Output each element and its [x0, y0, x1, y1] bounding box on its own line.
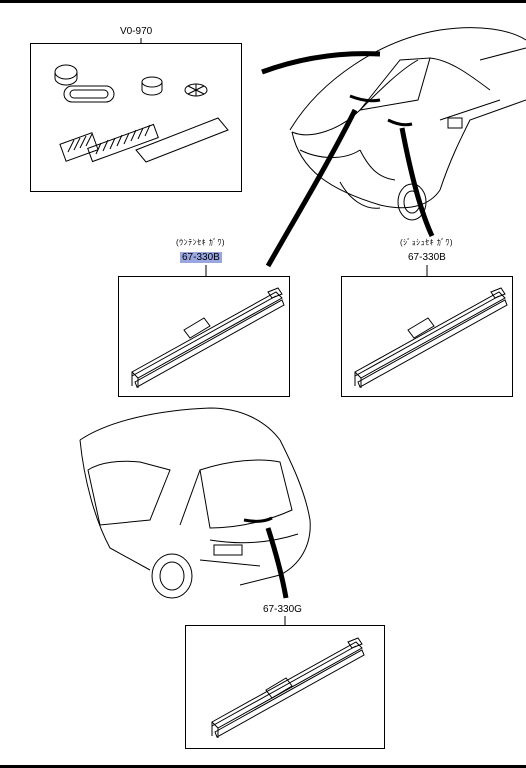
kit-clip-part: [184, 83, 208, 97]
rear-pointer: [265, 527, 289, 599]
front-car-illustration: [289, 27, 526, 221]
rear-blade: [211, 637, 365, 738]
front-passenger-pointer: [399, 127, 435, 238]
front-driver-part-label[interactable]: 67-330B: [180, 252, 222, 263]
front-driver-pointer: [265, 108, 358, 268]
kit-film-sheet: [135, 117, 229, 163]
kit-box[interactable]: [30, 43, 242, 192]
front-kit-pointer: [261, 51, 381, 75]
kit-rubber-pad: [63, 85, 115, 103]
kit-contents: [54, 64, 229, 163]
kit-strip-a: [59, 132, 99, 162]
front-passenger-part-label[interactable]: 67-330B: [408, 252, 446, 263]
kit-strip-b: [87, 123, 159, 163]
front-driver-side-label: (ｳﾝﾃﾝｾｷ ｶﾞﾜ): [176, 238, 226, 247]
top-rule: [0, 0, 526, 3]
bottom-rule: [0, 765, 526, 768]
front-driver-blade: [131, 287, 285, 388]
kit-part-label[interactable]: V0-970: [120, 26, 153, 37]
rear-car-illustration: [79, 407, 311, 599]
kit-cap-part: [54, 64, 78, 80]
kit-round-cap: [141, 76, 163, 88]
rear-part-label[interactable]: 67-330G: [263, 604, 302, 615]
front-passenger-blade: [354, 287, 508, 388]
front-passenger-side-label: (ｼﾞｮｼｭｾｷ ｶﾞﾜ): [400, 238, 454, 247]
